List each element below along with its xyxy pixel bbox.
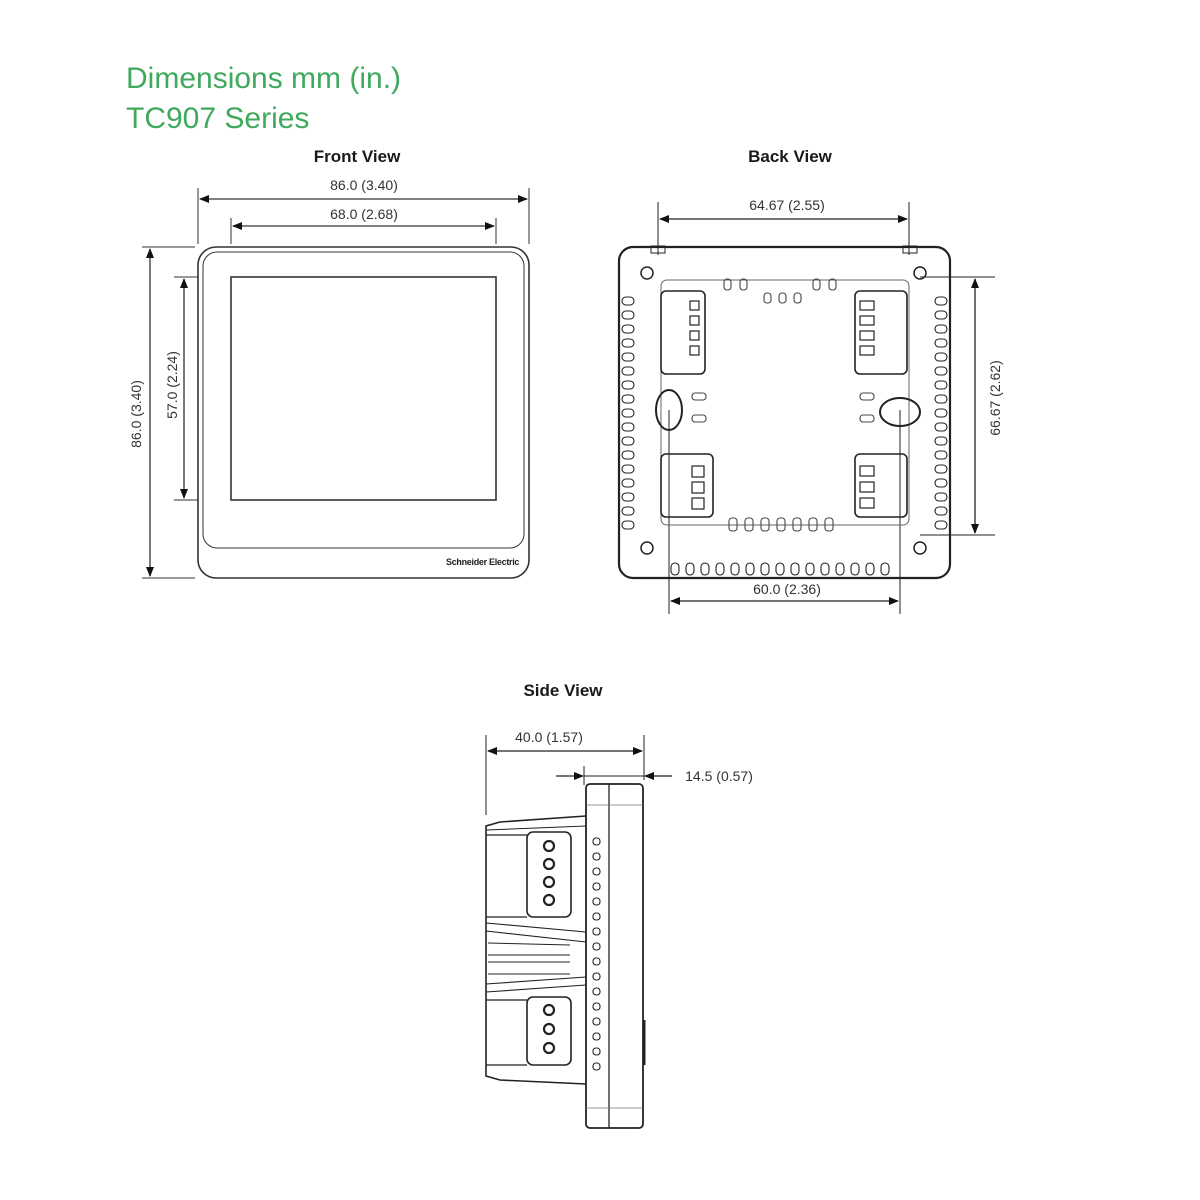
front-view-label: Front View <box>313 147 401 166</box>
side-front-depth-dimension: 14.5 (0.57) <box>685 768 753 784</box>
front-overall-width-dimension: 86.0 (3.40) <box>330 177 398 193</box>
side-view-label: Side View <box>523 681 603 700</box>
diagram-subtitle: TC907 Series <box>126 102 310 135</box>
back-view-label: Back View <box>748 147 832 166</box>
front-view-drawing <box>142 188 530 579</box>
brand-logo: Schneider Electric <box>446 557 520 567</box>
back-bottom-width-dimension: 60.0 (2.36) <box>753 581 821 597</box>
diagram-title: Dimensions mm (in.) <box>126 62 402 95</box>
side-overall-depth-dimension: 40.0 (1.57) <box>515 729 583 745</box>
back-view-drawing <box>617 202 995 614</box>
back-right-height-dimension: 66.67 (2.62) <box>987 360 1003 436</box>
front-screen-height-dimension: 57.0 (2.24) <box>164 351 180 419</box>
side-view-drawing <box>485 735 672 1129</box>
front-screen-width-dimension: 68.0 (2.68) <box>330 206 398 222</box>
front-overall-height-dimension: 86.0 (3.40) <box>128 380 144 448</box>
back-top-width-dimension: 64.67 (2.55) <box>749 197 825 213</box>
